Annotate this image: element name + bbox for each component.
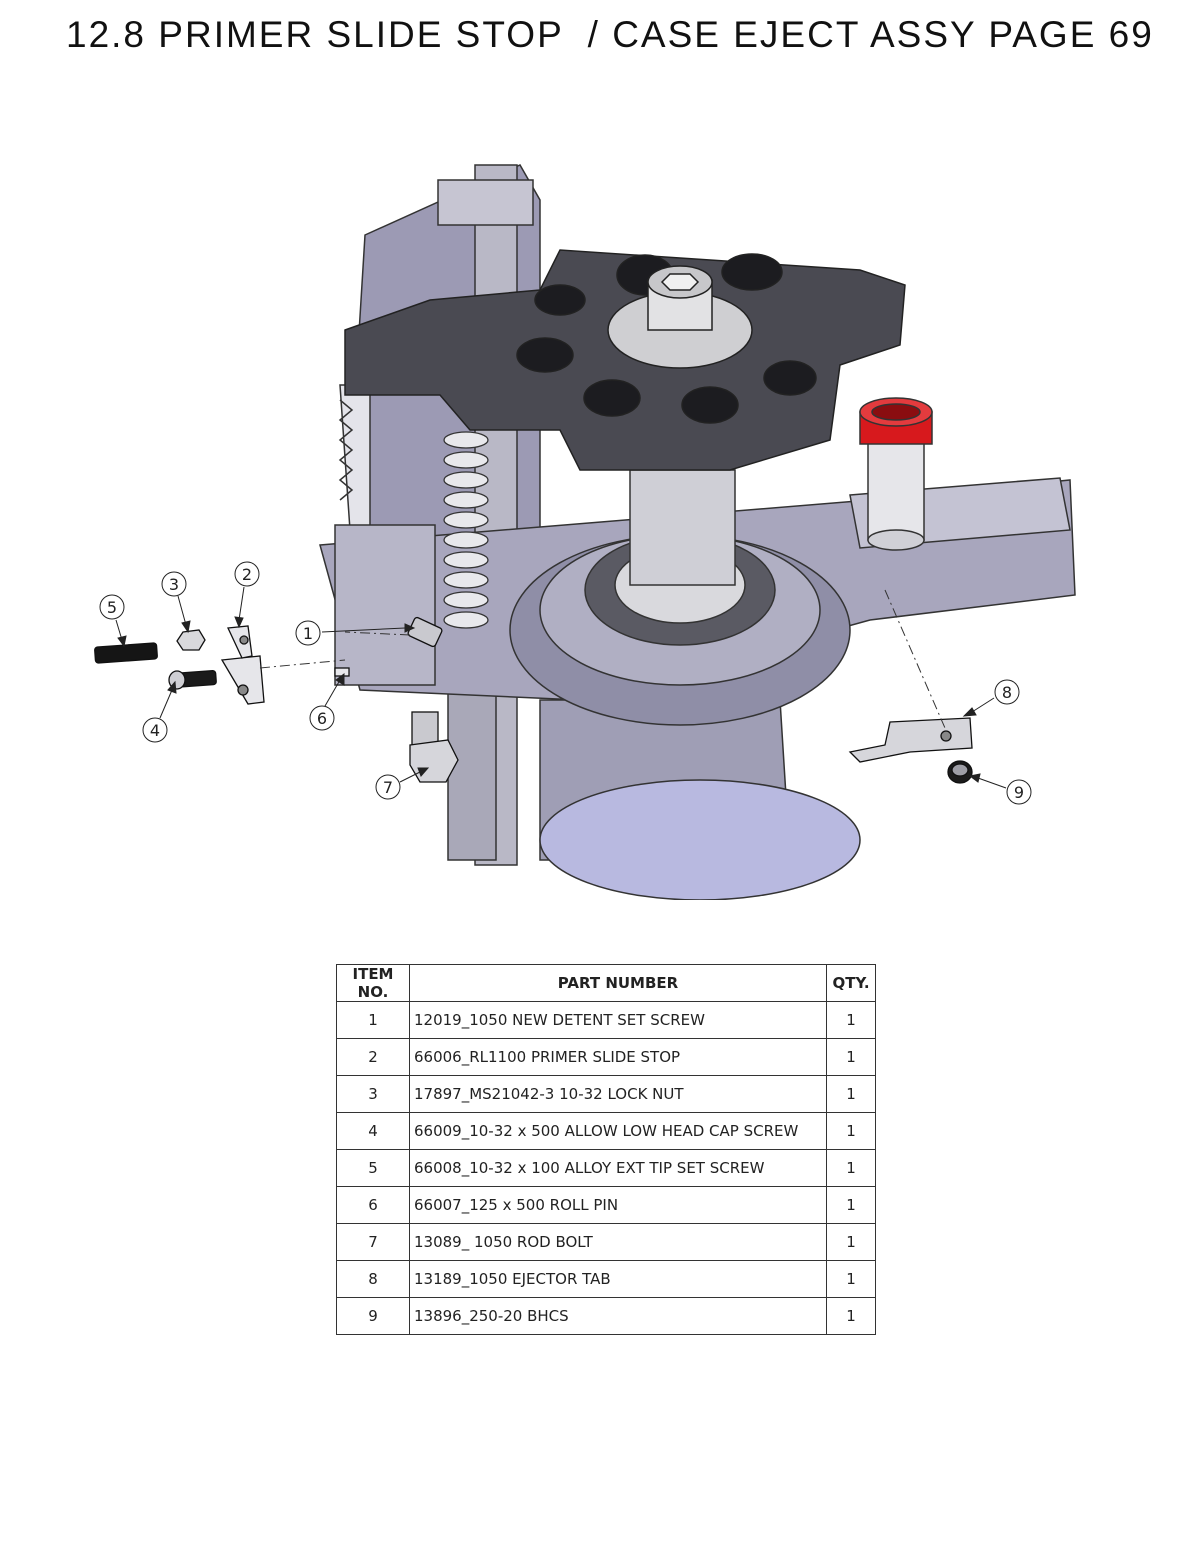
part-number-cell: 66007_125 x 500 ROLL PIN [409, 1186, 827, 1224]
exploded-assembly-diagram: 1 2 3 4 5 6 [94, 164, 1076, 900]
callout-4: 4 [142, 680, 177, 743]
qty-cell: 1 [826, 1001, 876, 1039]
item-no-cell: 5 [336, 1149, 410, 1187]
svg-text:1: 1 [303, 624, 313, 643]
callout-7: 7 [375, 767, 430, 800]
svg-text:8: 8 [1002, 683, 1012, 702]
svg-text:3: 3 [169, 575, 179, 594]
callouts: 1 2 3 4 5 6 [99, 561, 1032, 805]
callout-3: 3 [161, 571, 191, 634]
detent-spring [443, 431, 489, 629]
assembly-lines [259, 589, 946, 729]
set-screw-5 [94, 642, 158, 664]
item-no-cell: 4 [336, 1112, 410, 1150]
part-number-cell: 66008_10-32 x 100 ALLOY EXT TIP SET SCRE… [409, 1149, 827, 1187]
callout-5: 5 [99, 594, 127, 648]
roll-pin-6 [334, 667, 350, 677]
table-row: 9 13896_250-20 BHCS 1 [336, 1297, 876, 1335]
detent-set-screw-1 [407, 616, 443, 648]
shell-plate [344, 249, 906, 471]
part-number-cell: 17897_MS21042-3 10-32 LOCK NUT [409, 1075, 827, 1113]
table-row: 5 66008_10-32 x 100 ALLOY EXT TIP SET SC… [336, 1149, 876, 1187]
qty-cell: 1 [826, 1038, 876, 1076]
item-no-cell: 6 [336, 1186, 410, 1224]
item-no-cell: 3 [336, 1075, 410, 1113]
table-row: 7 13089_ 1050 ROD BOLT 1 [336, 1223, 876, 1261]
svg-text:4: 4 [150, 721, 160, 740]
table-row: 2 66006_RL1100 PRIMER SLIDE STOP 1 [336, 1038, 876, 1076]
table-row: 1 12019_1050 NEW DETENT SET SCREW 1 [336, 1001, 876, 1039]
item-no-cell: 7 [336, 1223, 410, 1261]
qty-cell: 1 [826, 1223, 876, 1261]
svg-text:7: 7 [383, 778, 393, 797]
svg-text:6: 6 [317, 709, 327, 728]
part-number-cell: 13896_250-20 BHCS [409, 1297, 827, 1335]
table-row: 8 13189_1050 EJECTOR TAB 1 [336, 1260, 876, 1298]
part-number-cell: 13089_ 1050 ROD BOLT [409, 1223, 827, 1261]
part-number-cell: 66006_RL1100 PRIMER SLIDE STOP [409, 1038, 827, 1076]
header-part-number: PART NUMBER [409, 964, 827, 1002]
table-row: 3 17897_MS21042-3 10-32 LOCK NUT 1 [336, 1075, 876, 1113]
callout-6: 6 [309, 673, 345, 731]
callout-9: 9 [968, 773, 1032, 805]
qty-cell: 1 [826, 1260, 876, 1298]
part-number-cell: 13189_1050 EJECTOR TAB [409, 1260, 827, 1298]
part-number-cell: 12019_1050 NEW DETENT SET SCREW [409, 1001, 827, 1039]
bhcs-9 [947, 760, 973, 784]
svg-text:9: 9 [1014, 783, 1024, 802]
callout-1: 1 [295, 620, 416, 646]
qty-cell: 1 [826, 1112, 876, 1150]
qty-cell: 1 [826, 1149, 876, 1187]
table-row: 4 66009_10-32 x 500 ALLOW LOW HEAD CAP S… [336, 1112, 876, 1150]
qty-cell: 1 [826, 1075, 876, 1113]
svg-text:5: 5 [107, 598, 117, 617]
highlighted-bushing [859, 397, 933, 551]
callout-8: 8 [962, 679, 1020, 717]
item-no-cell: 1 [336, 1001, 410, 1039]
svg-text:2: 2 [242, 565, 252, 584]
item-no-cell: 8 [336, 1260, 410, 1298]
header-qty: QTY. [826, 964, 876, 1002]
lock-nut-3 [176, 629, 206, 651]
qty-cell: 1 [826, 1297, 876, 1335]
table-header-row: ITEM NO. PART NUMBER QTY. [336, 964, 876, 1002]
qty-cell: 1 [826, 1186, 876, 1224]
page-title: 12.8 PRIMER SLIDE STOP / CASE EJECT ASSY… [66, 14, 1154, 55]
item-no-cell: 9 [336, 1297, 410, 1335]
part-number-cell: 66009_10-32 x 500 ALLOW LOW HEAD CAP SCR… [409, 1112, 827, 1150]
table-row: 6 66007_125 x 500 ROLL PIN 1 [336, 1186, 876, 1224]
primer-platform [319, 469, 1076, 726]
ejector-tab-8 [848, 717, 973, 763]
header-item-no: ITEM NO. [336, 964, 410, 1002]
bill-of-materials-table: ITEM NO. PART NUMBER QTY. 1 12019_1050 N… [336, 964, 876, 1335]
item-no-cell: 2 [336, 1038, 410, 1076]
callout-2: 2 [234, 561, 260, 629]
